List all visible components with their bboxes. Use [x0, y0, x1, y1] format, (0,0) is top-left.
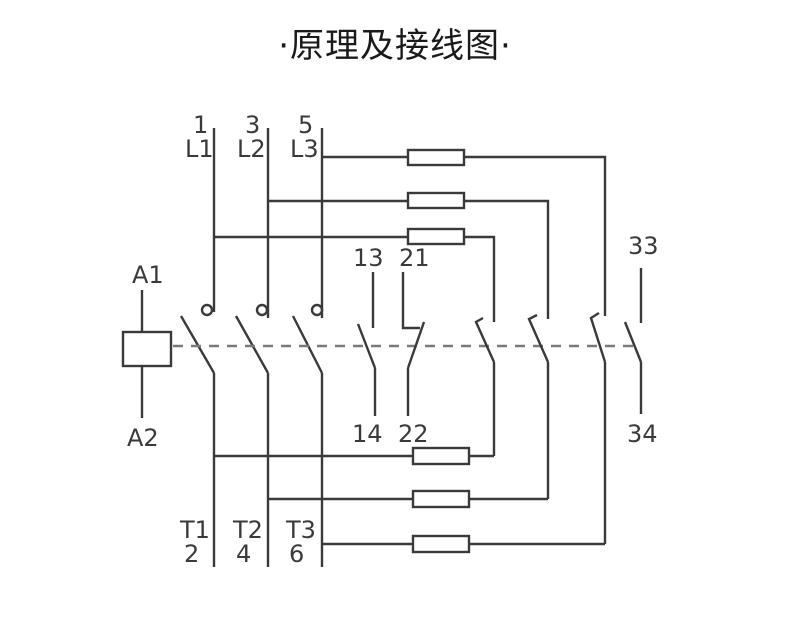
heater-l3-lower [411, 534, 471, 554]
coil-a1-label: A1 [132, 261, 164, 289]
overload-contact-1 [474, 316, 496, 363]
aux-13-14-blade [356, 323, 377, 369]
overload-contact-2 [527, 313, 550, 363]
l2-contact-circle [255, 303, 269, 317]
aux-22-label: 22 [398, 420, 429, 448]
terminal-2-label: 2 [184, 540, 199, 568]
overload-contact-3 [589, 311, 607, 363]
terminal-t1-label: T1 [179, 516, 210, 544]
l2-overload-wire [464, 199, 550, 319]
heater-l3-upper [406, 148, 466, 167]
heater-l2-upper [406, 191, 466, 210]
heater-l2-lower [411, 489, 471, 509]
aux-13-label: 13 [353, 244, 384, 272]
terminal-t3-label: T3 [285, 516, 316, 544]
terminal-l2-label: L2 [237, 135, 266, 163]
aux-21-22-blade [406, 321, 426, 369]
diagram-title: ·原理及接线图· [278, 26, 512, 66]
aux-14-label: 14 [352, 420, 383, 448]
aux-21-label: 21 [399, 244, 430, 272]
terminal-l1-label: L1 [185, 135, 214, 163]
aux-21-wire [401, 272, 420, 330]
terminal-3-label: 3 [245, 111, 260, 139]
l2-contact-blade [234, 315, 270, 374]
l1-contact-circle [200, 303, 214, 317]
terminal-t2-label: T2 [232, 516, 263, 544]
l3-overload-wire [464, 155, 607, 316]
coil-a2-label: A2 [127, 424, 159, 452]
terminal-l3-label: L3 [290, 135, 319, 163]
aux-34-label: 34 [627, 420, 658, 448]
terminal-6-label: 6 [289, 540, 304, 568]
aux-33-34-blade [623, 321, 643, 363]
l3-contact-circle [310, 303, 324, 317]
l1-contact-blade [179, 315, 216, 374]
terminal-1-label: 1 [193, 111, 208, 139]
heater-l1-upper [406, 227, 466, 246]
aux-33-label: 33 [628, 232, 659, 260]
terminal-4-label: 4 [236, 540, 251, 568]
l3-contact-blade [291, 315, 324, 374]
l1-overload-wire [464, 235, 496, 322]
heater-l1-lower [411, 446, 471, 466]
coil [121, 330, 173, 368]
terminal-5-label: 5 [298, 111, 313, 139]
